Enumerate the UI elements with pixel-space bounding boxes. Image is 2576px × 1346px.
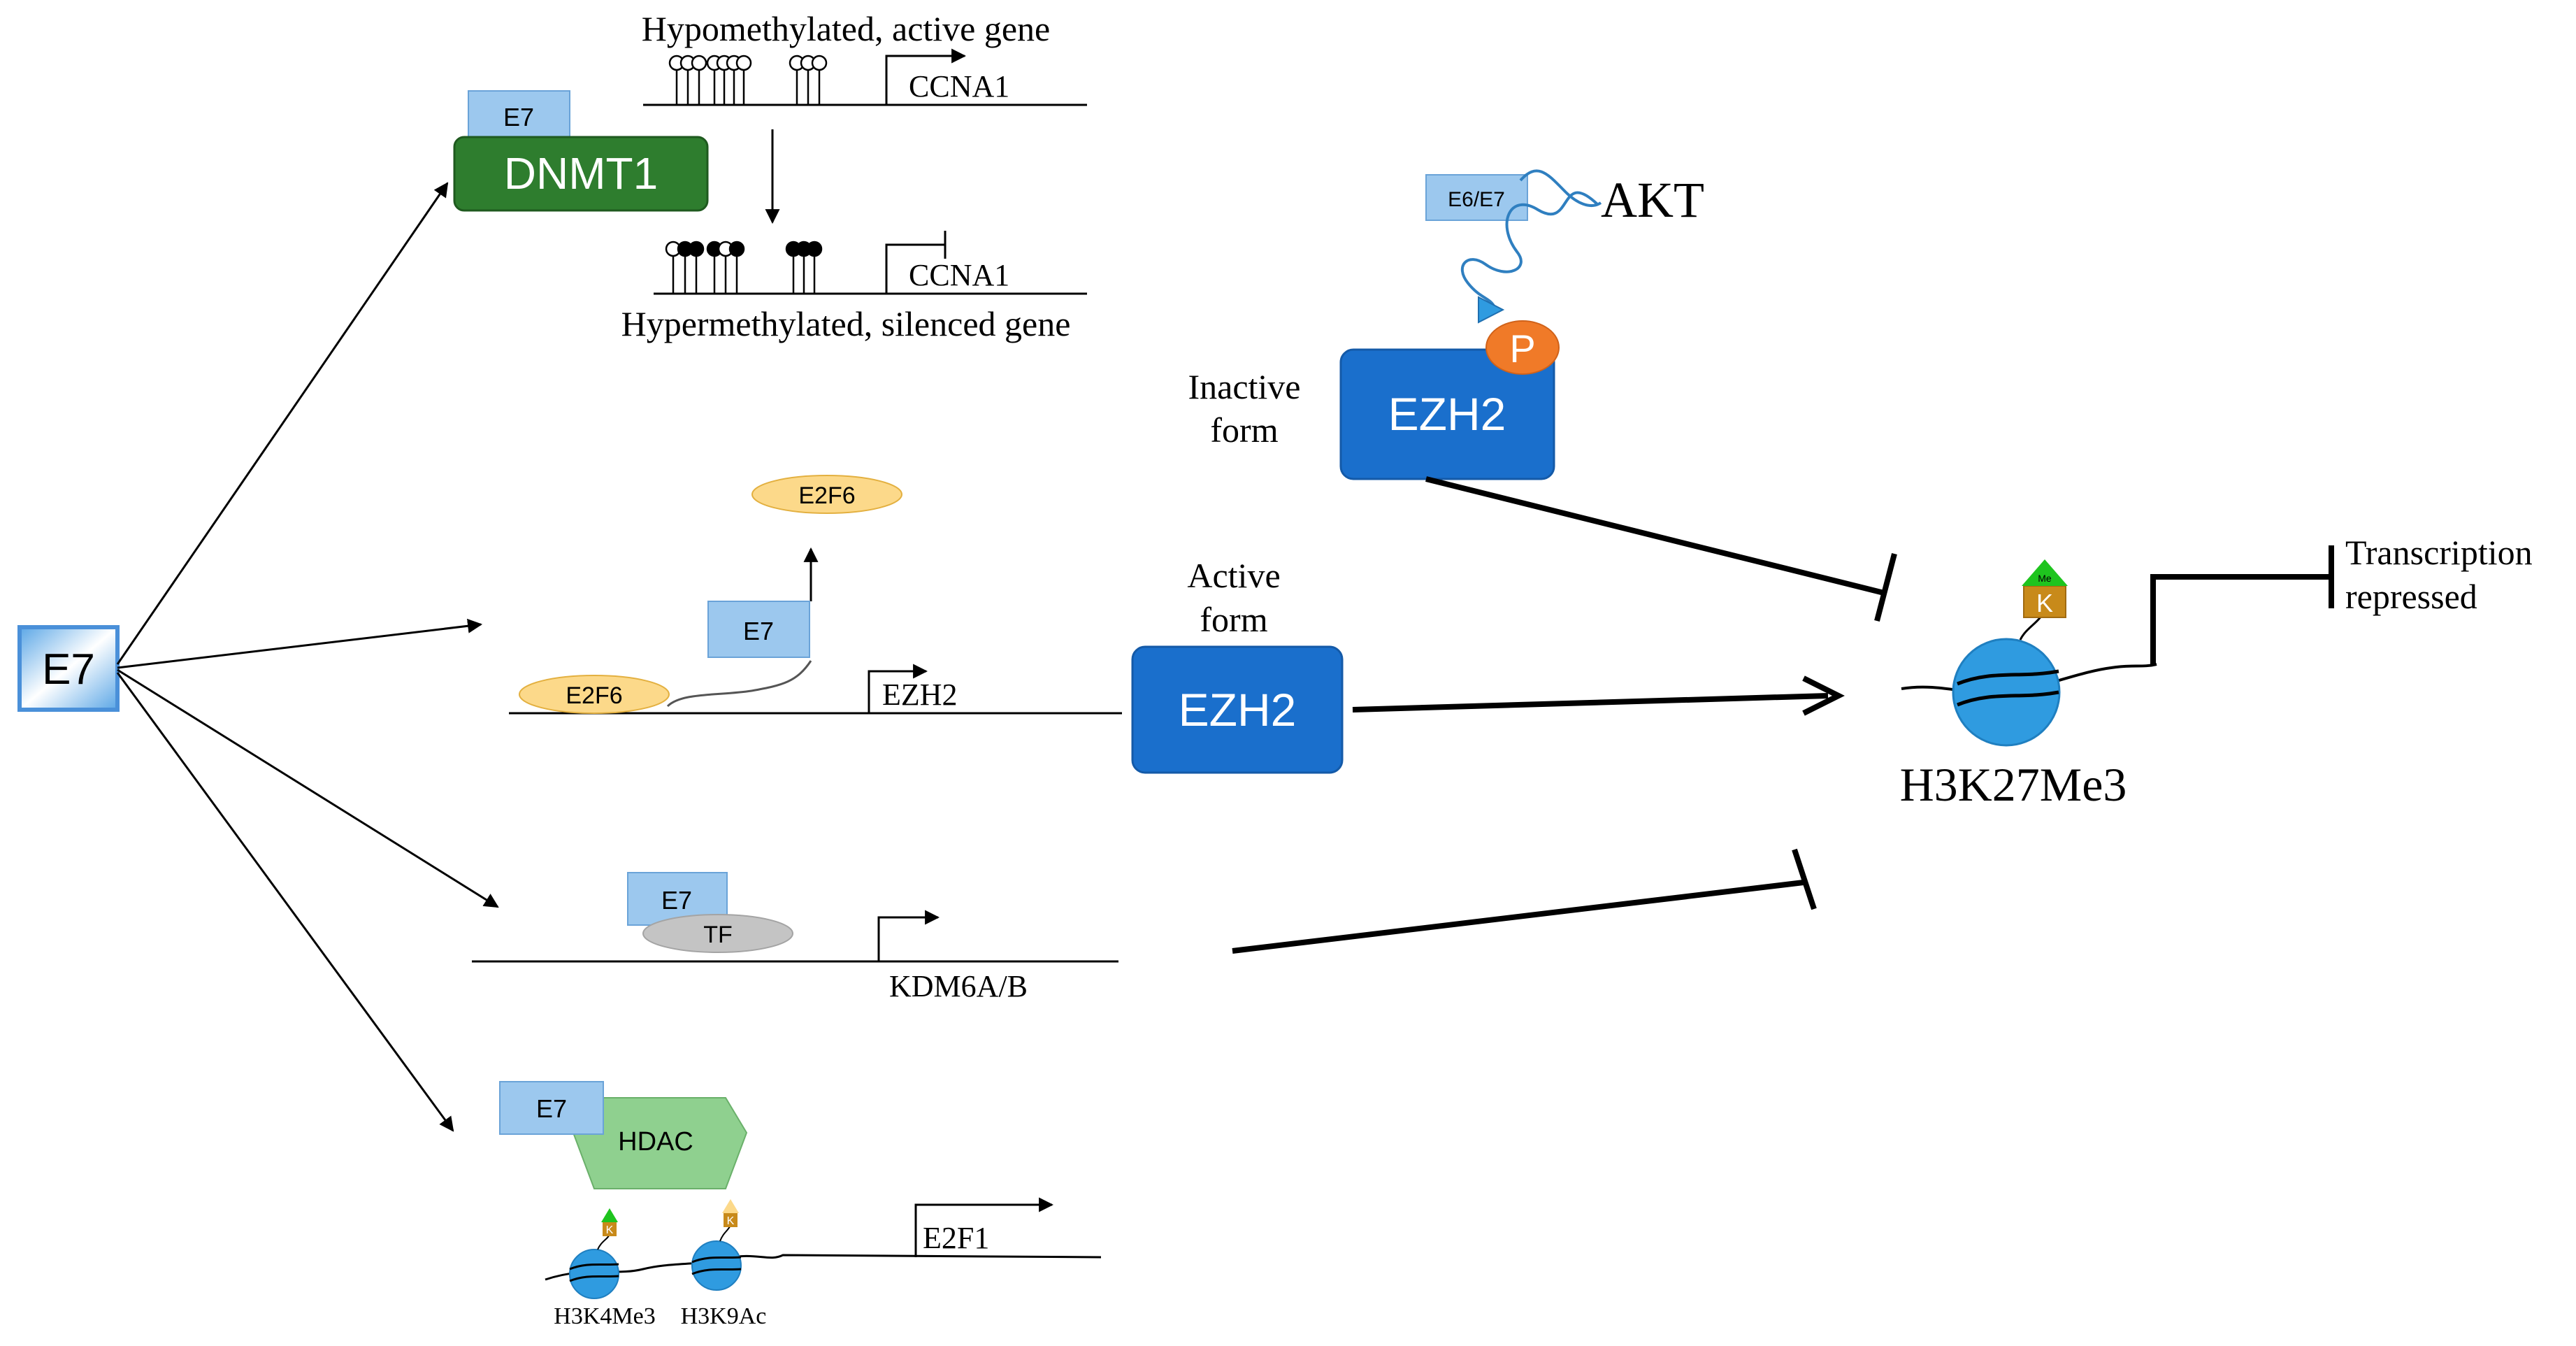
e7-e2f6-tether	[666, 660, 812, 708]
e6e7-label: E6/E7	[1448, 188, 1505, 211]
methyl-mark-small	[601, 1208, 618, 1222]
e7-hdac-label: E7	[536, 1094, 567, 1123]
inactive-form-line2: form	[1210, 410, 1278, 450]
e7-kdm-label: E7	[661, 886, 692, 915]
transcription-line1: Transcription	[2345, 533, 2533, 572]
ezh2-gene-section: E2F6 E7 E2F6 EZH2 Active form EZH2	[509, 475, 1845, 774]
ezh2-gene-label: EZH2	[882, 678, 958, 712]
e7-main-label: E7	[42, 645, 95, 694]
h3k4me3-label: H3K4Me3	[554, 1303, 655, 1329]
e7-ezh2row-label: E7	[743, 617, 774, 645]
inactive-inhibition-bar	[1874, 552, 1897, 622]
ccna1-bottom-label: CCNA1	[909, 258, 1009, 292]
hypermethylated-label: Hypermethylated, silenced gene	[621, 304, 1071, 343]
akt-section: E6/E7 AKT EZH2 P Inactive form	[1188, 169, 1897, 622]
h3k9ac-label: H3K9Ac	[681, 1303, 767, 1329]
kdm-section: E7 TF KDM6A/B	[472, 848, 1817, 1003]
inactive-inhibition-line	[1425, 476, 1885, 596]
e2f6-top-ellipse	[751, 475, 902, 514]
kdm-inhibition-bar	[1792, 848, 1817, 910]
e7-arrows	[116, 182, 499, 1132]
nucleosome-h3k27me3	[1952, 638, 2061, 747]
ezh2-activation-line	[1352, 693, 1829, 713]
active-form-line2: form	[1200, 600, 1267, 639]
ezh2-gene-promoter	[868, 664, 928, 713]
k-small-2-box	[724, 1213, 737, 1227]
arrow-to-hdac-row	[116, 672, 454, 1132]
ccna1-active-promoter	[885, 48, 967, 105]
unmethylated-cpg-sites	[668, 55, 828, 105]
ezh2-activation-head	[1802, 675, 1845, 716]
repression-line	[2150, 574, 2331, 664]
ezh2-active-label: EZH2	[1179, 684, 1297, 736]
transcription-line2: repressed	[2345, 577, 2477, 616]
e7-dnmt1-box	[468, 90, 570, 141]
nucleosome-h3k9ac: K	[691, 1199, 742, 1291]
dnmt1-box	[453, 136, 709, 212]
ezh2-inactive-label: EZH2	[1388, 388, 1506, 440]
e7-dnmt1-label: E7	[503, 103, 534, 131]
hdac-section: HDAC E7 K H3K4Me3 K H3K9Ac E2F1	[499, 1081, 1102, 1329]
phospho-p-circle	[1485, 320, 1560, 375]
akt-label: AKT	[1601, 172, 1704, 228]
active-form-line1: Active	[1187, 556, 1280, 595]
e7-hdac-box	[499, 1081, 604, 1135]
arrow-to-dnmt1	[116, 182, 449, 665]
ezh2-inactive-box	[1339, 348, 1555, 480]
ezh2-active-box	[1131, 645, 1344, 774]
h3k27me3-label: H3K27Me3	[1900, 758, 2127, 811]
nucleosome-h3k4me3: K	[569, 1208, 619, 1299]
k-small-2-label: K	[727, 1215, 735, 1227]
k-small-1-box	[603, 1222, 617, 1236]
akt-linker	[1460, 191, 1599, 312]
kdm-inhibition-line	[1232, 880, 1804, 954]
k-big-label: K	[2036, 589, 2053, 617]
akt-kinase-head	[1478, 296, 1505, 324]
e2f6-top-label: E2F6	[798, 482, 855, 509]
me-label: Me	[2038, 573, 2052, 584]
k-small-1-label: K	[606, 1224, 614, 1236]
tf-ellipse	[642, 914, 793, 953]
e2f1-label: E2F1	[923, 1221, 989, 1255]
dna-line-e2f1	[545, 1254, 1102, 1281]
arrow-to-e2f6-row	[117, 618, 483, 669]
phospho-p-label: P	[1509, 327, 1535, 371]
e2f1-promoter	[914, 1197, 1054, 1257]
inactive-form-line1: Inactive	[1188, 367, 1300, 406]
kdm6ab-label: KDM6A/B	[889, 969, 1028, 1003]
akt-tail	[1519, 169, 1602, 207]
hdac-label: HDAC	[618, 1127, 693, 1157]
methylated-cpg-sites	[665, 241, 823, 294]
nucleosome-dna-wrap	[1957, 669, 2059, 707]
dnmt1-label: DNMT1	[504, 148, 658, 199]
ccna1-silenced-promoter	[885, 231, 947, 294]
tf-label: TF	[703, 922, 733, 948]
ccna1-top-label: CCNA1	[909, 69, 1009, 103]
e7-ezh2row-box	[707, 601, 810, 658]
arrow-to-kdm-row	[117, 668, 499, 908]
methyl-mark-big	[2022, 559, 2068, 586]
kdm-promoter	[877, 910, 940, 961]
e2f6-bottom-ellipse	[519, 675, 670, 714]
e7-main-node: E7	[17, 625, 120, 712]
e2f6-bottom-label: E2F6	[566, 682, 622, 709]
dnmt1-section: Hypomethylated, active gene CCNA1 E7 DNM…	[453, 9, 1087, 343]
h3k27me3-section: K Me H3K27Me3 Transcription repressed	[1900, 533, 2533, 811]
hypomethylated-label: Hypomethylated, active gene	[642, 9, 1051, 48]
acetyl-mark-small	[722, 1199, 739, 1213]
